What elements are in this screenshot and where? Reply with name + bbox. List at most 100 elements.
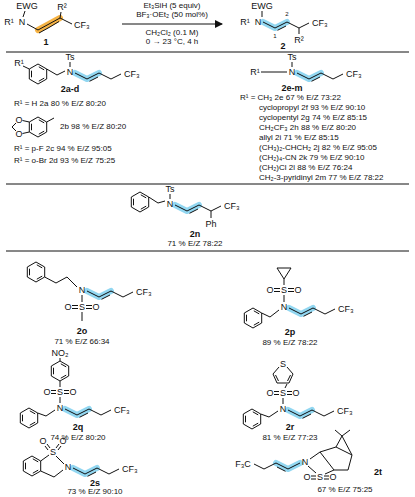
product-structure (262, 11, 309, 34)
compound-number: 2e-m (281, 84, 302, 93)
compound-number: 2o (77, 327, 88, 336)
atom-label: CF₃ (338, 305, 354, 314)
atom-label: O (39, 437, 46, 446)
atom-label: N (19, 18, 26, 27)
atom-label: CF₃ (124, 70, 140, 79)
yield-text: CH₂CF₃ 2h 88 % E/Z 80:20 (259, 124, 356, 132)
atom-label: O (69, 388, 76, 397)
atom-label: O (303, 473, 310, 482)
compound-number: 2r (286, 423, 295, 432)
position-number: 1 (273, 33, 276, 39)
atom-label: O (294, 286, 301, 295)
structure-2a-d (23, 62, 121, 84)
yield-text: 89 % E/Z 78:22 (262, 339, 317, 347)
compound-number: 2s (90, 479, 100, 488)
atom-label: N (302, 458, 309, 467)
compound-number: 1 (43, 38, 48, 47)
atom-label: O (329, 473, 336, 482)
yield-text: R¹ = CH₃ 2e 67 % E/Z 73:22 (240, 94, 341, 102)
atom-label: O (266, 286, 273, 295)
yield-text: (CH₂)₄-CN 2k 79 % E/Z 90:10 (259, 154, 365, 162)
atom-label: Ts (66, 53, 75, 62)
atom-label: O (266, 389, 273, 398)
atom-label: CF₃ (224, 202, 240, 211)
atom-label: O (64, 303, 71, 312)
compound-number: 2n (190, 230, 201, 239)
atom-label: R¹ (240, 18, 250, 27)
atom-label: EWG (251, 2, 273, 11)
yield-text: R¹ = p-F 2c 94 % E/Z 95:05 (14, 145, 112, 153)
atom-label: CF₃ (114, 406, 130, 415)
structure-2p (244, 268, 335, 328)
compound-number: 2q (73, 423, 84, 432)
compound-number: 2 (280, 42, 285, 51)
atom-label: R¹ (250, 68, 260, 77)
atom-label: O (15, 116, 22, 125)
position-number: 2 (285, 11, 288, 17)
atom-label: O (292, 389, 299, 398)
atom-label: S (50, 448, 56, 457)
atom-label: N (289, 68, 296, 77)
atom-label: CF₃ (136, 288, 152, 297)
yield-text: 2b 98 % E/Z 80:20 (60, 123, 126, 131)
atom-label: S (281, 286, 287, 295)
structure-2e-m (261, 62, 343, 81)
atom-label: N (255, 18, 262, 27)
compound-number: 2t (374, 468, 382, 477)
atom-label: NO₂ (52, 349, 69, 358)
yield-text: CH₂-3-pyridinyl 2m 77 % E/Z 78:22 (259, 174, 383, 182)
reagent-text: BF₃·OEt₂ (50 mol%) (136, 11, 208, 19)
atom-label: R¹ (4, 18, 14, 27)
yield-text: 73 % E/Z 90:10 (67, 488, 122, 496)
atom-label: Ph (205, 220, 216, 229)
yield-text: R¹ = H 2a 80 % E/Z 80:20 (14, 100, 106, 108)
atom-label: O (92, 303, 99, 312)
atom-label: S (317, 473, 323, 482)
yield-text: (CH₃)₂-CHCH₂ 2j 82 % E/Z 95:05 (259, 144, 377, 152)
reagent-text: CH₂Cl₂ (0.1 M) (146, 29, 199, 37)
atom-label: N (167, 200, 174, 209)
yield-text: cyclopentyl 2g 74 % E/Z 85:15 (259, 114, 367, 122)
compound-number: 2p (285, 328, 296, 337)
atom-label: R² (294, 36, 304, 45)
atom-label: N (65, 463, 72, 472)
atom-label: S (280, 389, 286, 398)
atom-label: CF₃ (346, 70, 362, 79)
atom-label: O (43, 388, 50, 397)
atom-label: N (281, 303, 288, 312)
separator-lines (6, 52, 409, 251)
yield-text: 74 % E/Z 80:20 (50, 434, 105, 442)
yield-text: cyclopropyl 2f 93 % E/Z 90:10 (259, 104, 365, 112)
yield-text: R¹ = o-Br 2d 93 % E/Z 75:25 (14, 157, 115, 165)
reagent-text: 0 → 23 °C, 4 h (146, 38, 199, 46)
atom-label: CF₃ (337, 407, 353, 416)
atom-label: S (79, 303, 85, 312)
yield-text: 71 % E/Z 78:22 (167, 240, 222, 248)
atom-label: S (57, 388, 63, 397)
structure-2s (23, 444, 119, 477)
yield-text: 67 % E/Z 75:25 (317, 486, 372, 494)
atom-label: O (59, 437, 66, 446)
yield-text: 81 % E/Z 77:23 (262, 434, 317, 442)
atom-label: CF₃ (74, 21, 90, 30)
structure-2o (27, 262, 133, 321)
atom-label: CF₃ (312, 19, 328, 28)
reaction-arrow (122, 24, 222, 25)
atom-label: R¹ (14, 59, 24, 68)
atom-label: R² (57, 3, 67, 12)
yield-text: allyl 2i 71 % E/Z 85:15 (259, 134, 339, 142)
atom-label: N (67, 68, 74, 77)
structure-2q (20, 358, 111, 428)
structure-2t (254, 430, 352, 479)
compound-number: 2a-d (61, 85, 80, 94)
structure-2r (243, 367, 334, 429)
atom-label: Ts (288, 53, 297, 62)
atom-label: O (15, 130, 22, 139)
reagent-text: Et₃SiH (5 equiv) (143, 2, 200, 10)
yield-text: (CH₂)Cl 2l 88 % E/Z 76:24 (259, 164, 352, 172)
atom-label: CF₃ (122, 465, 138, 474)
atom-label: N (280, 405, 287, 414)
atom-label: N (57, 404, 64, 413)
atom-label: F₃C (235, 460, 251, 469)
